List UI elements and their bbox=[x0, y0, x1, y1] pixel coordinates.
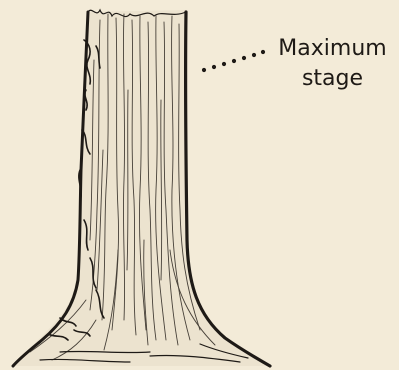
label-line-2: stage bbox=[270, 64, 395, 94]
leader-dots bbox=[202, 50, 265, 72]
maximum-stage-label: Maximum stage bbox=[270, 34, 395, 94]
label-line-1: Maximum bbox=[270, 34, 395, 64]
trunk-shape bbox=[12, 10, 270, 366]
